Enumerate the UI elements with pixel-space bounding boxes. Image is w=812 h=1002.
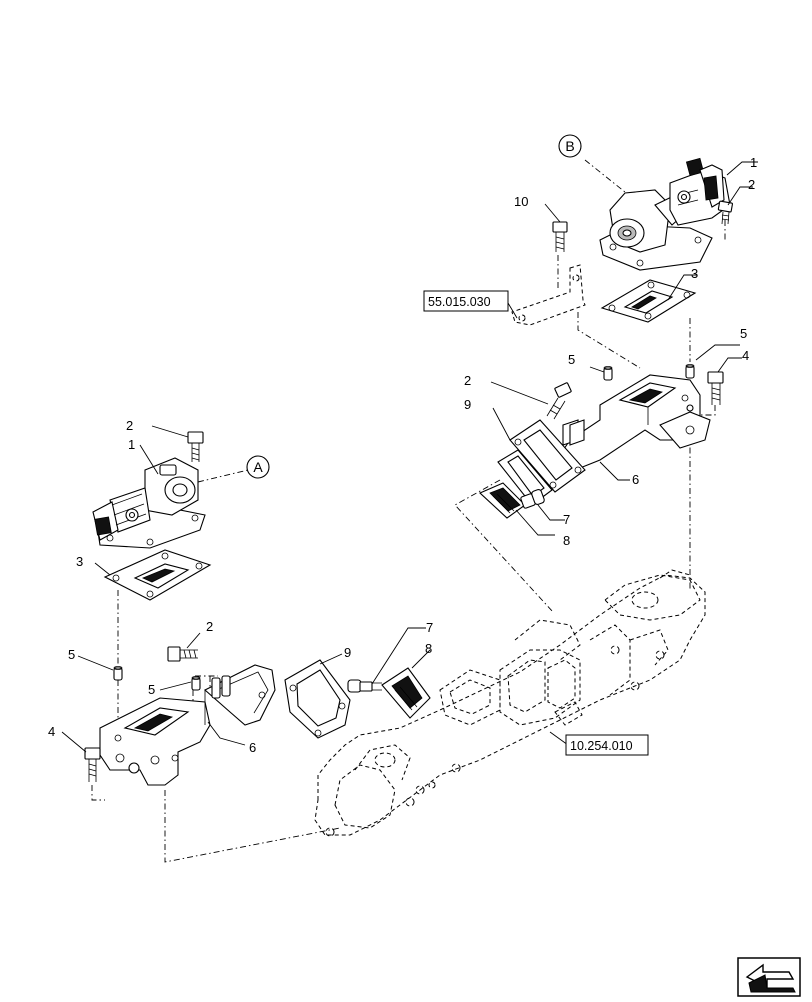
- callout-a-8: 8: [425, 641, 432, 656]
- gasket-upper: [600, 279, 697, 323]
- bolt-long-upper: [546, 382, 572, 420]
- callout-b-10: 10: [514, 194, 528, 209]
- callout-a-7: 7: [426, 620, 433, 635]
- callout-b-2b: 2: [464, 373, 471, 388]
- callout-a-5b: 5: [148, 682, 155, 697]
- callout-a-6: 6: [249, 740, 256, 755]
- gasket-9-lower: [284, 659, 351, 739]
- callout-a-4: 4: [48, 724, 55, 739]
- exhaust-manifold: [314, 569, 706, 837]
- reed-valve-lower: [381, 667, 431, 719]
- adapter-block-lower: [99, 664, 276, 786]
- assembly-center-lines: [91, 159, 726, 863]
- callout-b-7: 7: [563, 512, 570, 527]
- callout-a-3: 3: [76, 554, 83, 569]
- egr-valve-lower: [92, 457, 206, 549]
- bolt-4-lower: [84, 747, 101, 782]
- ref-box-55[interactable]: 55.015.030: [423, 290, 509, 312]
- dowel-pins-lower: [113, 666, 201, 691]
- callout-b-8: 8: [563, 533, 570, 548]
- callout-b-1: 1: [750, 155, 757, 170]
- callout-b-9: 9: [464, 397, 471, 412]
- gasket-lower: [103, 549, 212, 601]
- circle-a-label: A: [253, 459, 263, 475]
- dowel-pins-upper: [603, 364, 695, 381]
- bolt-lower-top: [187, 431, 204, 462]
- callout-a-1: 1: [128, 437, 135, 452]
- ref-55-label: 55.015.030: [428, 295, 491, 309]
- ref-box-10[interactable]: 10.254.010: [565, 734, 649, 756]
- callout-a-9: 9: [344, 645, 351, 660]
- adapter-block-upper: [559, 374, 711, 471]
- leader-lines: [61, 161, 758, 753]
- circle-b-label: B: [565, 138, 574, 154]
- callout-b-4: 4: [742, 348, 749, 363]
- callout-a-5: 5: [68, 647, 75, 662]
- bracket-dashed: [511, 264, 586, 326]
- callout-numbers: 1 2 10 3 5 4 5 2 9 6 7 8 2 1 3 2 5 5 4 6…: [48, 155, 757, 755]
- callout-b-5b: 5: [568, 352, 575, 367]
- callout-b-3: 3: [691, 266, 698, 281]
- gasket-9-upper: [509, 419, 586, 493]
- callout-a-2: 2: [126, 418, 133, 433]
- callout-circle-a: A: [246, 455, 270, 479]
- ref-10-label: 10.254.010: [570, 739, 633, 753]
- bolt-10: [552, 221, 568, 252]
- bolt-4-upper: [707, 371, 724, 405]
- bolt-lower-horizontal: [167, 646, 198, 662]
- callout-a-2b: 2: [206, 619, 213, 634]
- callout-b-2: 2: [748, 177, 755, 192]
- egr-valve-upper: [599, 157, 731, 271]
- callout-b-5: 5: [740, 326, 747, 341]
- next-page-arrow-icon[interactable]: [737, 957, 801, 997]
- callout-circle-b: B: [558, 134, 582, 158]
- plug-lower: [347, 679, 382, 693]
- plug-upper: [520, 489, 545, 509]
- callout-b-6: 6: [632, 472, 639, 487]
